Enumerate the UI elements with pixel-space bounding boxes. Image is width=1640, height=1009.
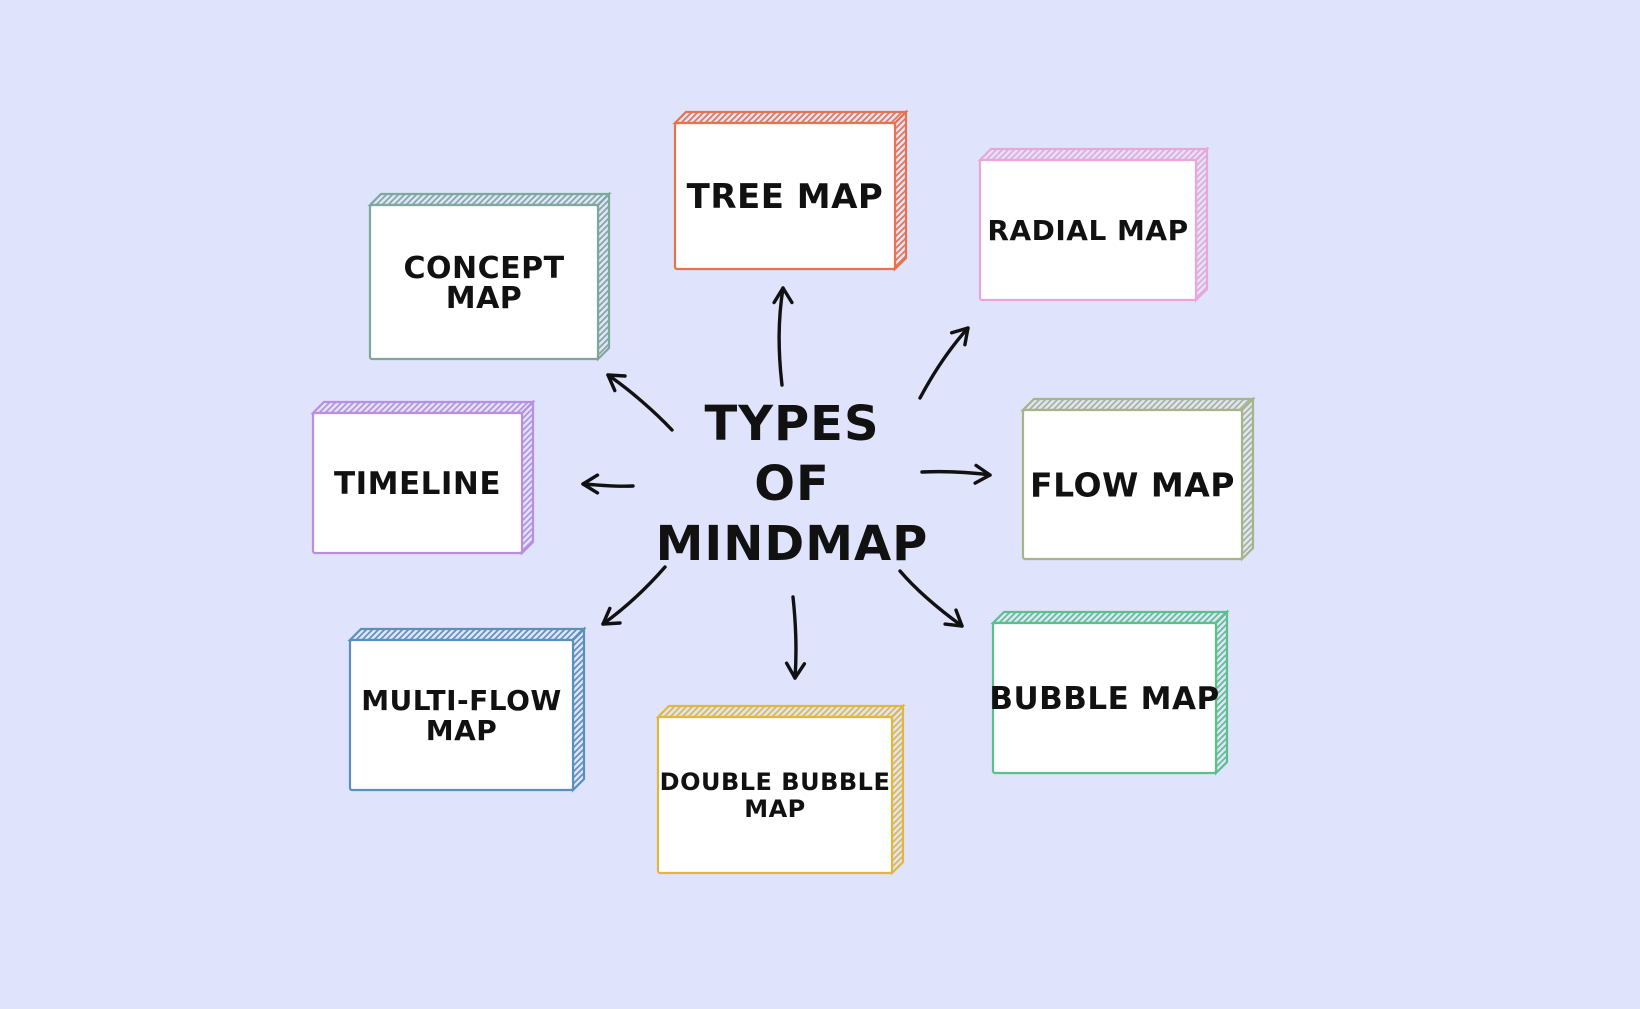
box-face <box>656 715 894 875</box>
node-label-flow-map: FLOW MAP <box>1030 465 1235 504</box>
node-label-bubble-map: BUBBLE MAP <box>989 681 1219 717</box>
arrow-head <box>772 286 794 305</box>
node-label-line: TREE MAP <box>687 177 884 217</box>
box-side-hatch <box>521 407 534 552</box>
box-top-hatch <box>680 111 903 124</box>
arrow-to-double-bubble-map <box>784 595 807 680</box>
arrow-head <box>606 373 627 393</box>
node-flow-map: FLOW MAP <box>1020 396 1256 562</box>
arrow-shaft <box>606 373 674 432</box>
box-face <box>991 621 1218 775</box>
arrow-to-flow-map <box>920 463 992 485</box>
box-side-hatch <box>894 117 907 268</box>
node-label-line: MAP <box>744 795 806 823</box>
box-face <box>348 638 575 792</box>
node-tree-map: TREE MAP <box>672 109 909 272</box>
node-label-tree-map: TREE MAP <box>687 177 884 217</box>
box-top-hatch <box>985 148 1202 161</box>
arrow-to-radial-map <box>918 326 970 400</box>
box-top-hatch <box>998 611 1227 624</box>
arrow-shaft <box>581 482 635 488</box>
box-face <box>673 121 897 271</box>
box-side-hatch <box>1215 617 1228 768</box>
center-title-line: MINDMAP <box>656 516 929 572</box>
arrows-layer <box>581 286 992 680</box>
arrow-shaft <box>791 595 798 680</box>
arrow-head <box>601 606 622 626</box>
box-top-hatch <box>318 401 529 414</box>
box-side-hatch <box>597 199 610 356</box>
arrow-head <box>943 608 964 628</box>
box-side-hatch <box>1241 404 1254 555</box>
box-face <box>368 203 600 361</box>
box-top-hatch <box>375 193 604 206</box>
arrow-shaft <box>601 565 667 626</box>
arrow-to-bubble-map <box>898 569 964 628</box>
node-label-line: MAP <box>426 714 498 747</box>
arrow-head <box>973 463 992 485</box>
node-label-line: MAP <box>446 281 523 316</box>
arrow-to-timeline <box>581 473 635 495</box>
arrow-shaft <box>918 326 970 400</box>
node-label-radial-map: RADIAL MAP <box>987 214 1188 247</box>
node-label-line: TIMELINE <box>334 466 501 502</box>
node-label-line: BUBBLE MAP <box>989 681 1219 717</box>
box-top-hatch <box>663 705 898 718</box>
node-label-line: DOUBLE BUBBLE <box>660 768 891 796</box>
node-label-line: RADIAL MAP <box>987 214 1188 247</box>
arrow-to-tree-map <box>772 286 794 387</box>
node-label-line: MULTI-FLOW <box>361 684 562 717</box>
arrow-shaft <box>920 469 992 477</box>
arrow-shaft <box>898 569 964 628</box>
arrow-head <box>581 473 600 495</box>
box-face <box>978 158 1198 302</box>
box-side-hatch <box>1195 154 1208 299</box>
node-label-timeline: TIMELINE <box>334 466 501 502</box>
arrow-head <box>784 661 807 680</box>
box-side-hatch <box>572 634 585 785</box>
node-radial-map: RADIAL MAP <box>977 146 1210 303</box>
node-bubble-map: BUBBLE MAP <box>989 609 1230 776</box>
node-label-line: FLOW MAP <box>1030 465 1235 504</box>
node-timeline: TIMELINE <box>310 399 536 556</box>
box-top-hatch <box>355 628 584 641</box>
arrow-shaft <box>777 286 785 387</box>
center-title-line: TYPES <box>704 396 879 452</box>
arrow-head <box>950 326 970 347</box>
box-face <box>311 411 524 555</box>
arrow-to-multi-flow-map <box>601 565 667 626</box>
arrow-to-concept-map <box>606 373 674 432</box>
box-side-hatch <box>891 711 904 868</box>
center-title-line: OF <box>754 456 830 512</box>
box-face <box>1021 408 1244 561</box>
node-label-line: CONCEPT <box>403 251 564 286</box>
box-top-hatch <box>1028 398 1251 411</box>
